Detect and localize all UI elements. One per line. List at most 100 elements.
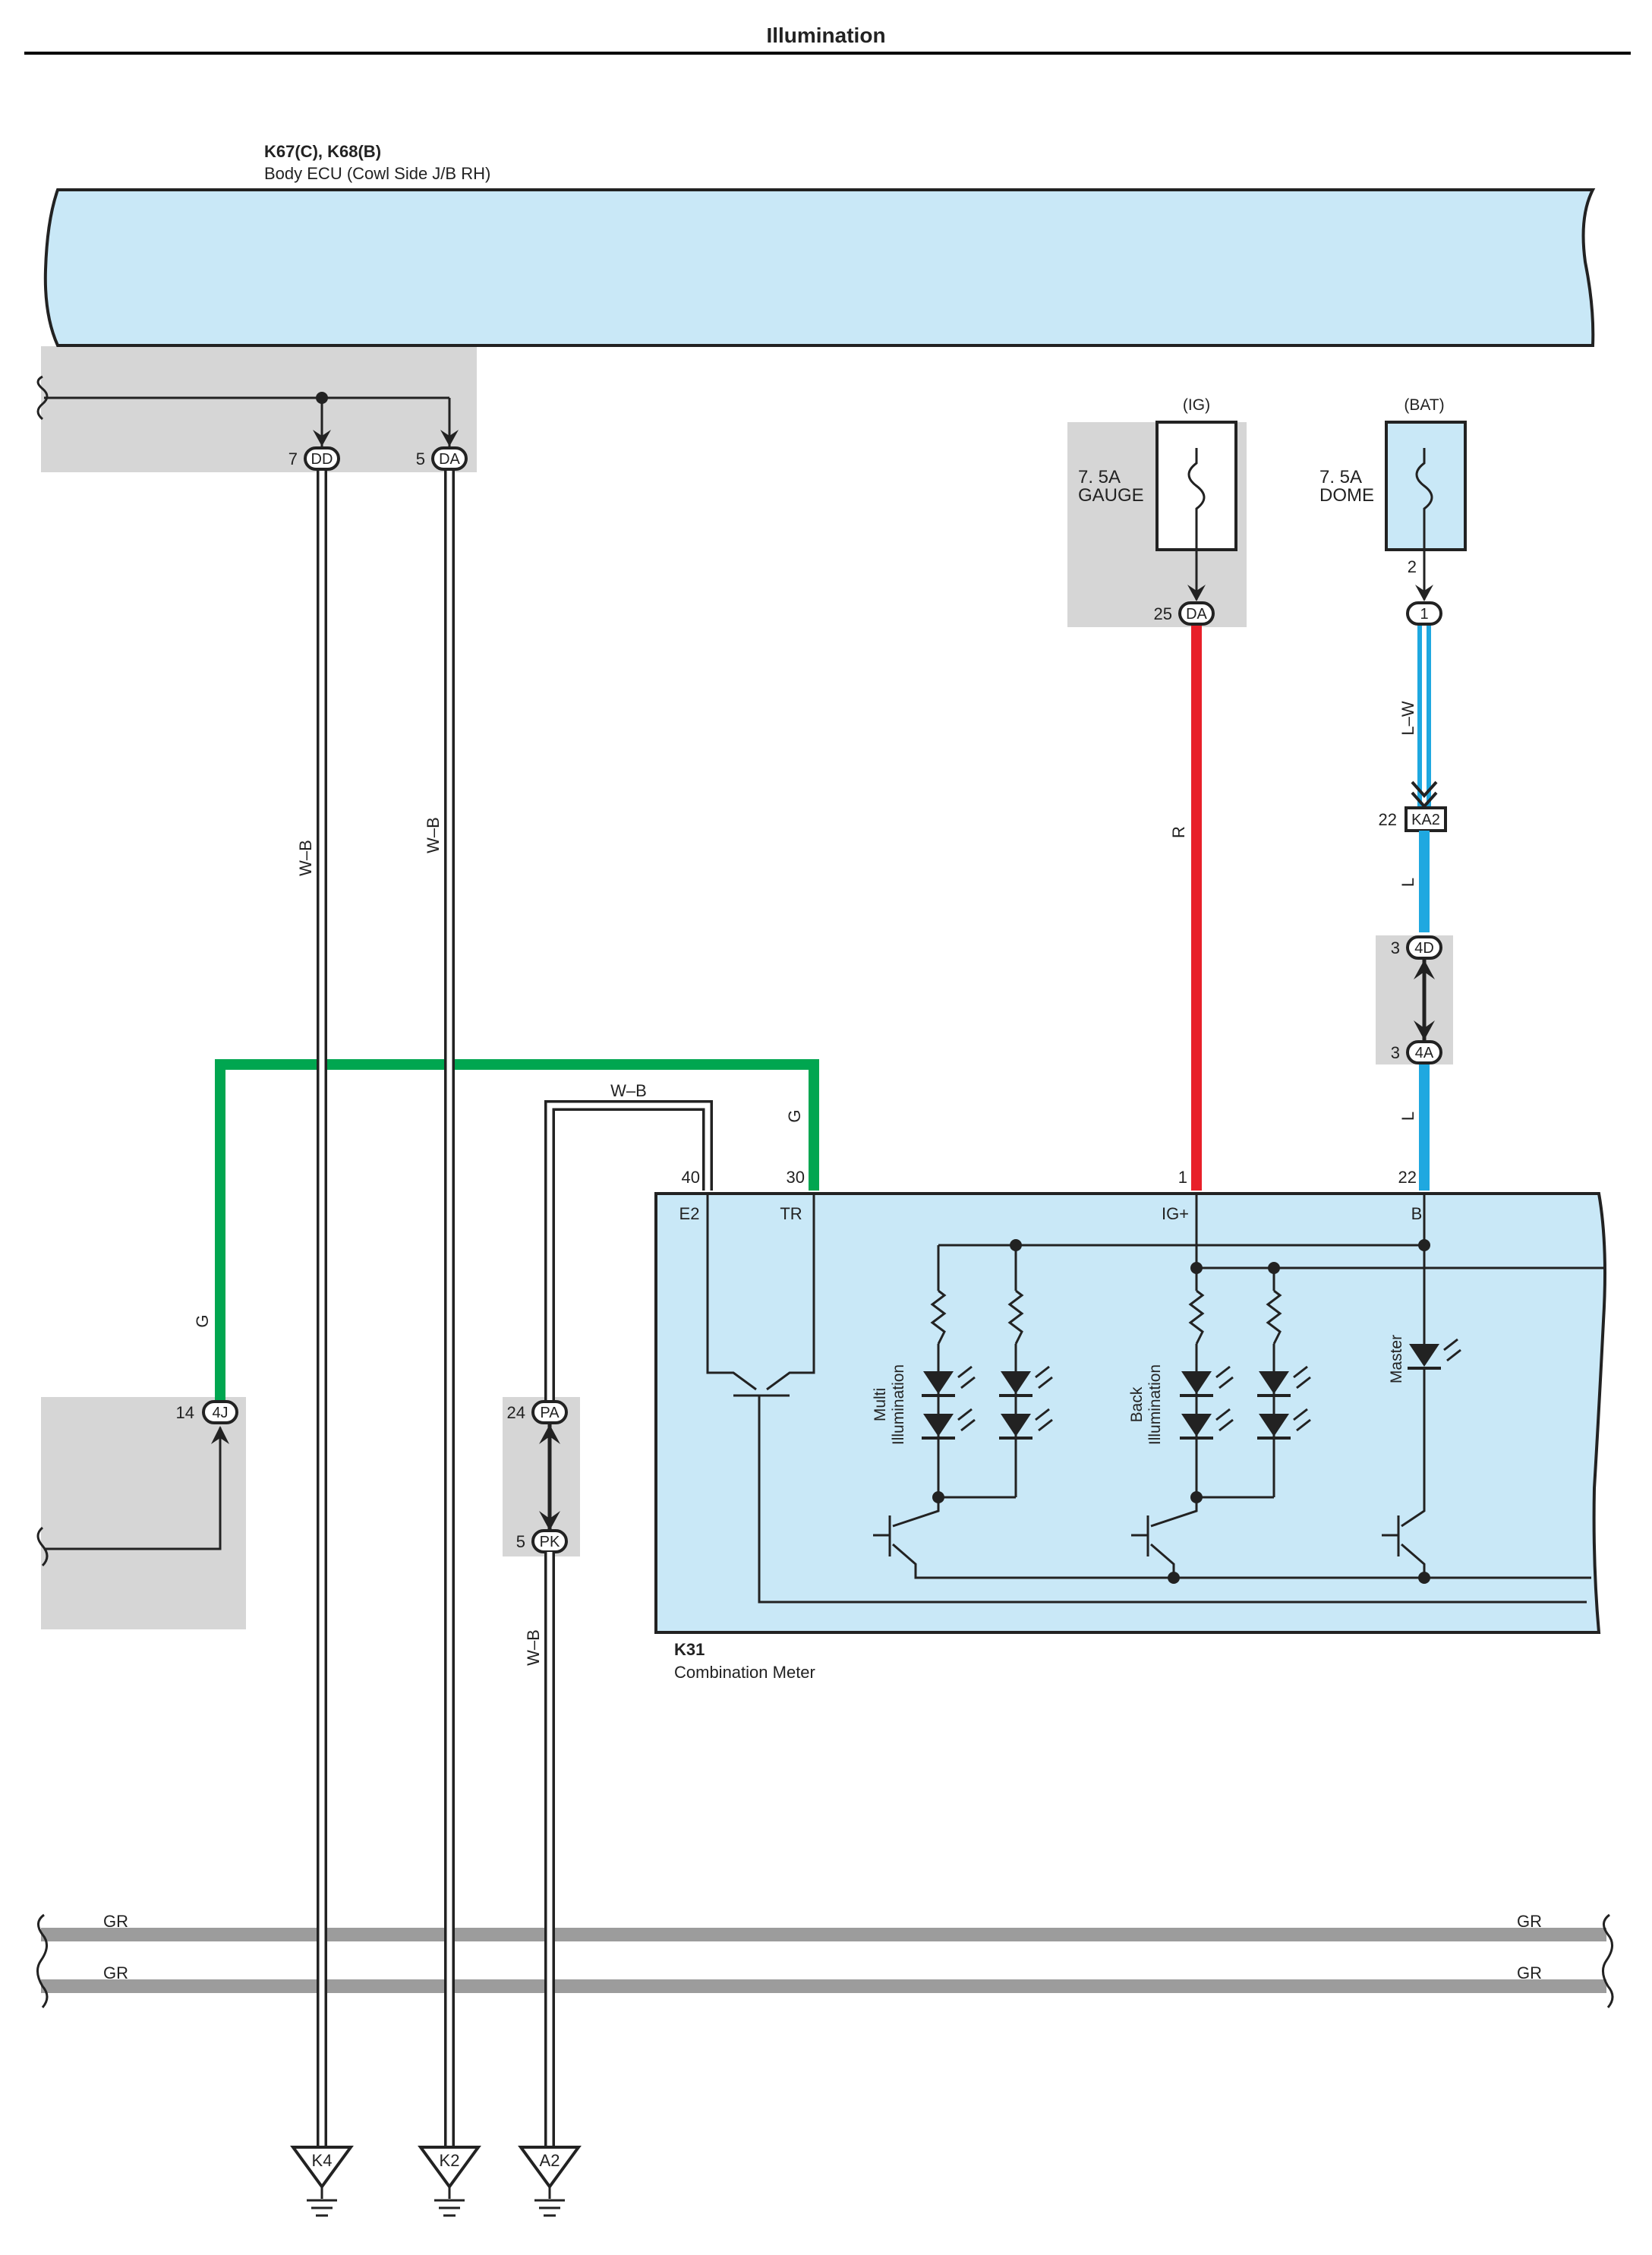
- resistor-multi-1: [930, 1289, 947, 1345]
- led-back-2a-icon: [1257, 1365, 1311, 1397]
- 4j-arrow: [211, 1426, 229, 1444]
- wb-label-a2: W–B: [524, 1629, 543, 1666]
- led-multi-1b-icon: [922, 1408, 976, 1440]
- dome-fuse-pin: 2: [1408, 557, 1417, 576]
- gauge-fuse-arrow: [1187, 585, 1206, 601]
- ecu-conn-dd-label: DD: [311, 451, 333, 468]
- e2-wb-inner: [547, 1102, 711, 1402]
- ground-k2-label: K2: [440, 2151, 460, 2170]
- left-module-lead: [44, 1427, 222, 1550]
- gr-break-right: [1602, 1913, 1614, 2008]
- multi-illum-label-1: Multi: [872, 1388, 889, 1421]
- gauge-connector-da: DA 25: [1154, 601, 1215, 626]
- gr-label-ul: GR: [103, 1912, 128, 1931]
- wb-label-k2: W–B: [424, 817, 443, 853]
- ecu-connector-dd: DD 7: [288, 446, 340, 471]
- wb-label-k4: W–B: [296, 840, 315, 876]
- meter-pin-e2-label: E2: [679, 1204, 700, 1223]
- led-back-2b-icon: [1257, 1408, 1311, 1440]
- junction-pa-pin: 24: [507, 1403, 525, 1422]
- lw-wire-label: L–W: [1398, 701, 1417, 735]
- gauge-conn-da-pin: 25: [1154, 604, 1172, 623]
- junction-4a: 4A 3: [1391, 1040, 1442, 1064]
- green-wire: [215, 1059, 819, 1402]
- junction-pa-label: PA: [540, 1405, 560, 1421]
- ecu-dd-arrow: [313, 430, 331, 446]
- gr-label-ll: GR: [103, 1963, 128, 1982]
- bat-source-label: (BAT): [1404, 396, 1444, 414]
- meter-code: K31: [674, 1640, 705, 1659]
- green-wire-label-right: G: [785, 1109, 804, 1122]
- dome-fuse-arrow: [1415, 585, 1433, 601]
- pa-arrow: [539, 1424, 560, 1444]
- led-multi-2a-icon: [999, 1365, 1053, 1397]
- gr-label-lr: GR: [1517, 1963, 1542, 1982]
- ground-k4: K4: [290, 2146, 354, 2217]
- meter-name: Combination Meter: [674, 1663, 815, 1682]
- junction-4d-label: 4D: [1414, 940, 1434, 957]
- ka2-label: KA2: [1411, 812, 1440, 828]
- junction-4a-pin: 3: [1391, 1043, 1400, 1062]
- ecu-bus-break: [36, 375, 49, 421]
- junction-4d: 4D 3: [1391, 935, 1442, 960]
- junction-pk-label: PK: [540, 1534, 560, 1550]
- gauge-fuse-rating: 7. 5A: [1078, 467, 1121, 487]
- meter-pin-30-num: 30: [787, 1168, 805, 1187]
- dome-fuse-rating: 7. 5A: [1319, 467, 1362, 487]
- meter-junction-dots: [932, 1239, 1430, 1584]
- multi-illum-label-2: Illumination: [890, 1364, 907, 1445]
- red-wire-label: R: [1169, 826, 1188, 838]
- page-title: Illumination: [766, 24, 885, 47]
- ground-a2: A2: [518, 2146, 582, 2217]
- dome-conn-1-label: 1: [1420, 606, 1428, 623]
- lw-chevron-1: [1411, 781, 1438, 799]
- ka2-pin: 22: [1379, 810, 1397, 829]
- gauge-fuse-icon: [1187, 448, 1206, 524]
- dome-fuse-icon: [1415, 448, 1433, 524]
- ground-k4-label: K4: [312, 2151, 333, 2170]
- ecu-connector-area: [41, 346, 477, 472]
- wb-label-e2-top: W–B: [610, 1081, 647, 1100]
- junction-4j-label: 4J: [212, 1405, 228, 1421]
- meter-pin-igplus-label: IG+: [1162, 1204, 1189, 1223]
- ecu-conn-dd-pin: 7: [288, 449, 298, 468]
- back-illum-label-2: Illumination: [1146, 1364, 1164, 1445]
- resistor-back-2: [1266, 1289, 1282, 1345]
- combination-meter-box: [654, 1192, 1606, 1634]
- ecu-conn-da-label: DA: [439, 451, 460, 468]
- body-ecu-name: Body ECU (Cowl Side J/B RH): [264, 164, 490, 183]
- left-module-area: [41, 1397, 246, 1629]
- resistor-back-1: [1188, 1289, 1205, 1345]
- body-ecu-code: K67(C), K68(B): [264, 142, 381, 161]
- gauge-fuse-name: GAUGE: [1078, 485, 1144, 506]
- meter-pin-b-label: B: [1411, 1204, 1423, 1223]
- junction-pa: PA 24: [507, 1400, 568, 1424]
- junction-pk: PK 5: [516, 1529, 568, 1553]
- gr-label-ur: GR: [1517, 1912, 1542, 1931]
- ecu-conn-da-pin: 5: [416, 449, 425, 468]
- left-module-break: [36, 1526, 49, 1567]
- master-label: Master: [1388, 1335, 1405, 1383]
- junction-4j-pin: 14: [176, 1403, 194, 1422]
- gauge-conn-da-label: DA: [1186, 606, 1207, 623]
- led-multi-2b-icon: [999, 1408, 1053, 1440]
- led-back-1b-icon: [1180, 1408, 1234, 1440]
- ground-a2-label: A2: [540, 2151, 560, 2170]
- ig-source-label: (IG): [1183, 396, 1210, 414]
- led-master-icon: [1408, 1338, 1461, 1370]
- meter-pin-40-num: 40: [682, 1168, 700, 1187]
- ecu-da-arrow: [440, 430, 459, 446]
- junction-4j: 4J 14: [176, 1400, 238, 1424]
- ecu-connector-da: DA 5: [416, 446, 468, 471]
- back-illum-label-1: Back: [1128, 1386, 1146, 1422]
- 4d-arrow: [1414, 960, 1435, 979]
- body-ecu-box: [43, 188, 1596, 347]
- meter-pin-tr-label: TR: [780, 1204, 802, 1223]
- junction-pk-pin: 5: [516, 1532, 525, 1551]
- meter-pin-22-num: 22: [1398, 1168, 1417, 1187]
- led-back-1a-icon: [1180, 1365, 1234, 1397]
- 4a-arrow: [1414, 1020, 1435, 1040]
- meter-pin-1-num: 1: [1178, 1168, 1187, 1187]
- l-wire-label-lower: L: [1398, 1112, 1417, 1121]
